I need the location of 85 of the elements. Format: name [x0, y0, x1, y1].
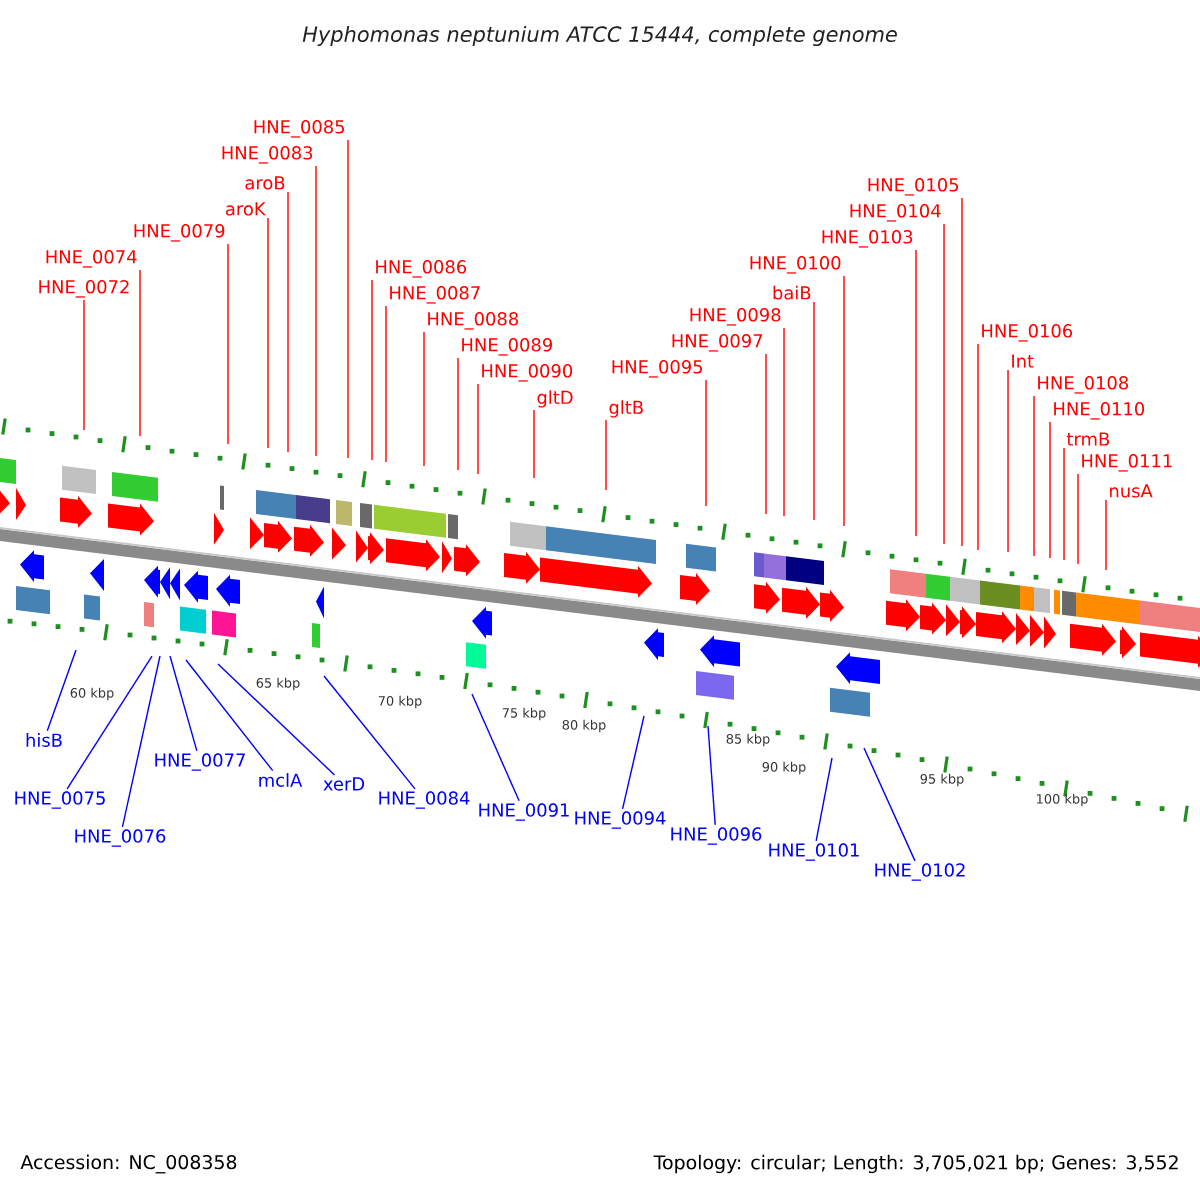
leader-line: [323, 675, 416, 790]
gene-label: HNE_0103: [822, 230, 913, 248]
gene-label: HNE_0074: [46, 250, 137, 268]
leader-line: [943, 223, 945, 545]
leader-line: [46, 649, 77, 732]
gene-label: hisB: [26, 733, 62, 747]
gene-label: HNE_0090: [482, 364, 573, 382]
leader-line: [707, 725, 716, 826]
gene-label: HNE_0083: [222, 146, 313, 164]
leader-line: [813, 301, 815, 521]
leader-line: [1063, 447, 1065, 561]
gene-label: HNE_0106: [982, 324, 1073, 342]
gene-label: trmB: [1066, 432, 1109, 446]
gene-label: HNE_0072: [39, 280, 129, 298]
gene-label: HNE_0077: [155, 753, 245, 771]
leader-line: [139, 269, 141, 437]
leader-line: [371, 279, 373, 461]
gene-label: HNE_0091: [479, 803, 569, 821]
leader-line: [185, 659, 274, 772]
gene-label: HNE_0084: [379, 791, 470, 809]
leader-line: [347, 139, 349, 459]
gene-label: HNE_0094: [575, 811, 666, 829]
gene-label: aroB: [245, 176, 285, 190]
gene-label: HNE_0105: [868, 178, 959, 196]
leader-line: [423, 331, 425, 467]
leader-line: [705, 379, 707, 507]
leader-line: [843, 275, 845, 527]
gene-label: HNE_0111: [1082, 454, 1172, 472]
leader-line: [1049, 421, 1051, 559]
leader-line: [227, 243, 229, 445]
gene-label: aroK: [225, 202, 266, 216]
gene-label: HNE_0079: [134, 224, 225, 242]
gene-label: HNE_0102: [875, 863, 965, 881]
leader-line: [385, 305, 387, 463]
leader-line: [815, 757, 833, 842]
gene-label: HNE_0096: [671, 827, 762, 845]
gene-label: xerD: [323, 777, 365, 791]
leader-line: [605, 419, 607, 491]
leader-line: [533, 409, 535, 479]
leader-line: [66, 655, 153, 790]
gene-label: HNE_0089: [462, 338, 552, 356]
leader-line: [121, 655, 161, 828]
gene-label: mclA: [259, 773, 303, 787]
gene-label: HNE_0097: [672, 334, 763, 352]
leader-line: [863, 747, 916, 862]
leader-line: [477, 383, 479, 475]
gene-label: HNE_0100: [750, 256, 841, 274]
leader-line: [287, 191, 289, 453]
title: Hyphomonas neptunium ATCC 15444, complete genome: [302, 25, 897, 47]
gene-label: HNE_0108: [1038, 376, 1128, 394]
footer-text: Topology: circular; Length: 3,705,021 bp; Genes: 3,552: [653, 1154, 1178, 1174]
gene-label: gltB: [609, 400, 643, 418]
leader-line: [1033, 395, 1035, 557]
gene-label: HNE_0101: [769, 843, 859, 861]
gene-label: Int: [1012, 354, 1034, 368]
gene-label: gltD: [537, 390, 573, 408]
leader-line: [961, 197, 963, 547]
gene-label: HNE_0088: [428, 312, 518, 330]
leader-line: [1007, 369, 1009, 553]
leader-line: [621, 715, 645, 810]
gene-label: nusA: [1110, 484, 1153, 498]
gene-label: HNE_0085: [254, 120, 345, 138]
gene-label: HNE_0087: [390, 286, 480, 304]
gene-label: HNE_0098: [690, 308, 781, 326]
gene-label: HNE_0110: [1054, 402, 1145, 420]
leader-line: [471, 693, 520, 802]
leader-line: [217, 663, 336, 776]
gene-label: HNE_0095: [612, 360, 703, 378]
leader-line: [765, 353, 767, 515]
footer-text: Accession: NC_008358: [20, 1154, 237, 1174]
leader-line: [1077, 473, 1079, 565]
leader-line: [457, 357, 459, 471]
gene-label: HNE_0075: [15, 791, 105, 809]
leader-line: [267, 217, 269, 449]
leader-line: [1105, 499, 1107, 571]
leader-line: [783, 327, 785, 517]
leader-line: [315, 165, 317, 457]
leader-line: [83, 299, 85, 431]
gene-label: HNE_0076: [75, 829, 166, 847]
leader-line: [915, 249, 917, 537]
gene-label: HNE_0104: [850, 204, 941, 222]
gene-label: baiB: [773, 285, 811, 300]
leader-line: [169, 655, 198, 752]
gene-label: HNE_0086: [376, 260, 467, 278]
leader-line: [977, 343, 979, 551]
